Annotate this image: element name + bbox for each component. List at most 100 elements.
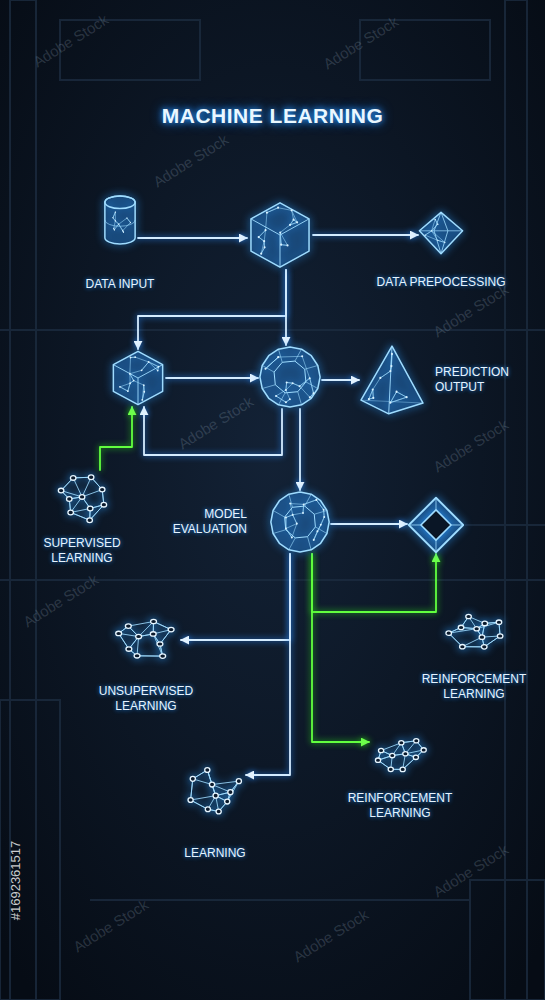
shape-line — [191, 779, 193, 800]
flow-node: MODEL EVALUATION — [167, 490, 331, 554]
mesh-dot — [264, 368, 266, 370]
network-icon — [49, 470, 115, 526]
shape-line — [191, 796, 216, 800]
watermark-text: Adobe Stock — [319, 12, 400, 71]
mesh-dot — [323, 509, 325, 511]
shape-line — [276, 396, 286, 402]
mesh-dot — [141, 369, 143, 371]
mesh-dot — [372, 388, 374, 390]
flow-node: UNSUPERVISED LEARNING — [96, 614, 196, 714]
shape-line — [308, 537, 312, 550]
shape-line — [142, 385, 143, 400]
shape-line — [113, 212, 115, 218]
network-node — [67, 497, 73, 502]
shape-line — [373, 378, 381, 390]
shape-line — [137, 637, 139, 656]
mesh-dot — [313, 539, 315, 541]
shape-line — [130, 381, 134, 384]
sphere-icon — [258, 345, 322, 409]
mesh-dot — [158, 366, 160, 368]
network-node — [87, 518, 93, 523]
mesh-dot — [285, 389, 287, 391]
shape-outline — [419, 212, 462, 253]
network-node — [228, 790, 233, 795]
shape-line — [273, 530, 286, 534]
shape-line — [380, 371, 390, 378]
flow-connector — [138, 270, 286, 349]
node-label: LEARNING — [184, 846, 245, 861]
mesh-dot — [315, 499, 317, 501]
shape-line — [286, 515, 293, 518]
mesh-dot — [391, 353, 393, 355]
shape-line — [434, 212, 441, 230]
shape-line — [278, 208, 292, 211]
shape-line — [278, 393, 285, 405]
network-node — [79, 495, 85, 500]
sphere-shape — [269, 490, 331, 554]
shape-line — [123, 223, 131, 231]
shape-line — [127, 218, 130, 222]
shape-line — [390, 397, 406, 402]
mesh-dot — [320, 524, 322, 526]
shape-line — [149, 362, 159, 367]
mesh-dot — [263, 240, 265, 242]
shape-line — [120, 383, 130, 387]
cube-icon — [110, 349, 166, 407]
shape-line — [380, 371, 390, 378]
shape-line — [316, 500, 323, 510]
mesh-dot — [141, 399, 143, 401]
flow-connector — [100, 407, 132, 470]
mesh-dot — [285, 516, 287, 518]
watermark-text: Adobe Stock — [289, 905, 370, 964]
backdrop-panel — [0, 700, 60, 1000]
diamond-icon — [418, 211, 464, 255]
shape-line — [303, 504, 305, 513]
network-node — [375, 758, 380, 762]
shape-line — [441, 231, 448, 254]
frame-shape — [407, 496, 465, 554]
sphere-icon — [269, 490, 331, 554]
shape-line — [323, 510, 325, 517]
shape-group — [446, 614, 503, 649]
shape-line — [290, 504, 293, 515]
shape-line — [436, 498, 437, 510]
mesh-dot — [134, 356, 136, 358]
mesh-dot — [115, 211, 116, 213]
shape-line — [262, 385, 275, 389]
network-node — [209, 782, 214, 787]
shape-line — [131, 357, 136, 358]
shape-line — [130, 370, 142, 373]
network-node — [151, 619, 157, 623]
shape-line — [285, 382, 287, 390]
shape-line — [314, 525, 321, 540]
flow-connector — [285, 270, 287, 345]
shape-outline — [421, 510, 451, 540]
mesh-dot — [277, 207, 279, 209]
node-label: REINFORCEMENT LEARNING — [345, 791, 455, 821]
shape-line — [212, 781, 239, 784]
shape-outline — [105, 196, 135, 208]
shape-group — [271, 492, 329, 552]
mesh-dot — [130, 222, 131, 224]
shape-line — [113, 218, 115, 221]
shape-outline — [105, 196, 135, 244]
shape-line — [113, 365, 138, 378]
shape-line — [280, 225, 290, 233]
mesh-dot — [431, 230, 432, 231]
flow-connector — [138, 237, 247, 239]
shape-line — [114, 224, 118, 230]
shape-line — [276, 396, 286, 402]
mesh-dot — [372, 397, 374, 399]
mesh-dot — [148, 361, 150, 363]
shape-line — [290, 222, 297, 225]
shape-line — [289, 538, 295, 550]
mesh-dot — [143, 384, 145, 386]
shape-line — [142, 362, 149, 370]
mesh-dot — [114, 229, 115, 231]
shape-group — [361, 346, 423, 414]
mesh-dot — [291, 536, 293, 538]
network-node — [216, 809, 221, 814]
